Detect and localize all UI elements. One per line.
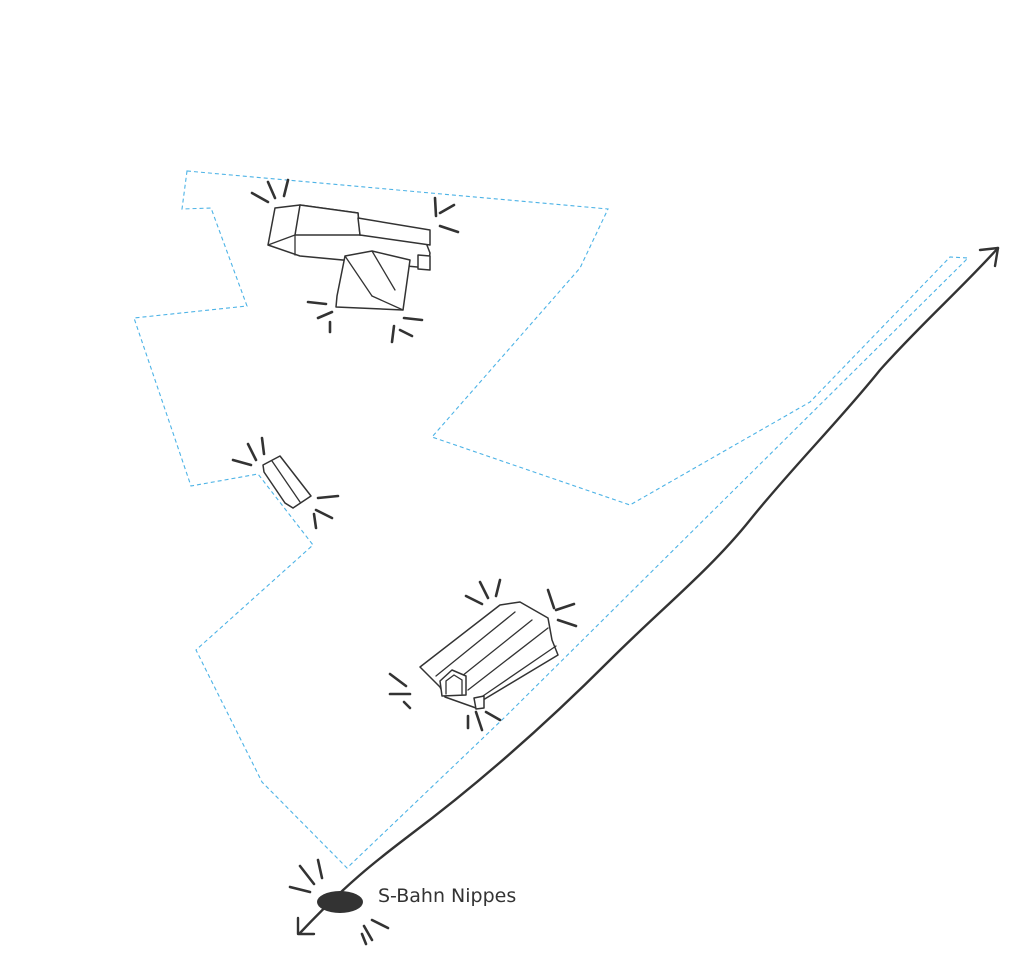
building-hall-south	[419, 601, 559, 710]
highlight-spark-icon	[288, 858, 390, 946]
station-marker	[317, 891, 363, 913]
building-group-north	[267, 204, 431, 311]
highlight-spark-icon	[388, 578, 578, 732]
railway-line	[298, 246, 1000, 935]
site-boundary	[133, 170, 970, 869]
arrow-head-icon	[978, 246, 1000, 268]
arrow-head-icon	[296, 916, 316, 936]
building-small-west	[262, 455, 312, 509]
station-label: S-Bahn Nippes	[378, 885, 516, 907]
highlight-spark-icon	[250, 178, 460, 344]
highlight-spark-icon	[231, 436, 340, 530]
